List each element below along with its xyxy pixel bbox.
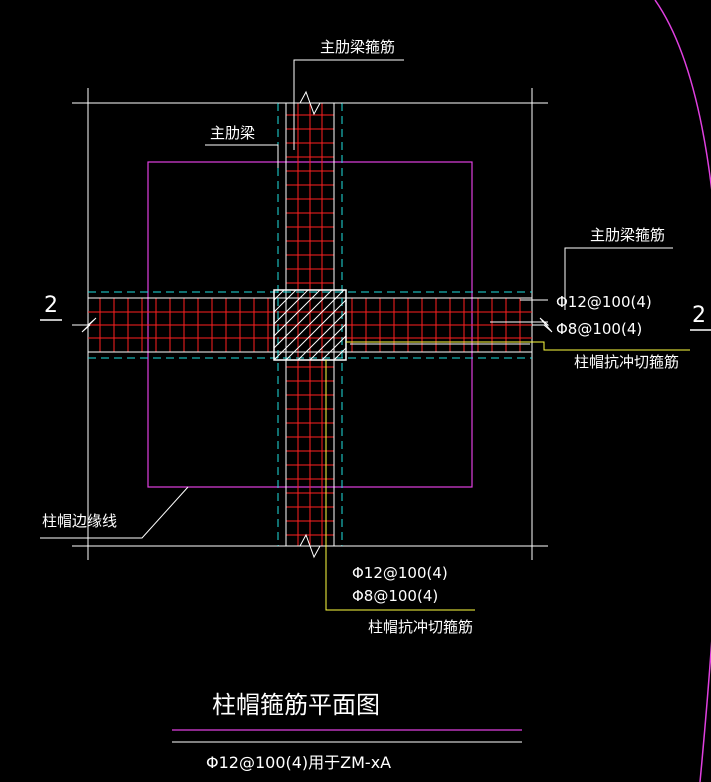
- drawing-title: 柱帽箍筋平面图: [212, 691, 380, 719]
- column-core: [273, 289, 347, 361]
- section-mark-left: 2: [44, 293, 58, 318]
- label-punching-bottom: 柱帽抗冲切箍筋: [368, 618, 473, 636]
- label-cap-edge-line: 柱帽边缘线: [42, 512, 117, 530]
- label-spec-bottom-2: Φ8@100(4): [352, 587, 438, 605]
- column-hatch-line: [273, 289, 309, 325]
- drawing-subtitle: Φ12@100(4)用于ZM-xA: [206, 753, 391, 772]
- label-main-beam-stirrup-top: 主肋梁箍筋: [320, 38, 395, 56]
- label-spec-right-2: Φ8@100(4): [556, 320, 642, 338]
- column-hatch-line: [333, 347, 347, 361]
- section-mark-right: 2: [692, 303, 706, 328]
- column-hatch-line: [273, 289, 333, 349]
- label-main-beam-stirrup-right: 主肋梁箍筋: [590, 226, 665, 244]
- label-punching-right: 柱帽抗冲切箍筋: [574, 353, 679, 371]
- punching-stirrup-marks: [325, 343, 530, 540]
- label-spec-right-1: Φ12@100(4): [556, 293, 652, 311]
- frame-arc: [654, 0, 711, 782]
- label-main-beam: 主肋梁: [210, 124, 255, 142]
- column-hatch-line: [273, 289, 345, 361]
- leaders: [40, 59, 673, 539]
- column-hatch-line: [273, 289, 285, 301]
- label-spec-bottom-1: Φ12@100(4): [352, 564, 448, 582]
- column-hatch-line: [273, 289, 297, 313]
- column-hatch-line: [309, 323, 347, 361]
- column-hatch-line: [273, 289, 321, 337]
- column-hatch-line: [321, 335, 347, 361]
- column-hatch-line: [285, 299, 347, 361]
- yellow-leaders: [325, 341, 690, 611]
- break-symbols: [72, 90, 553, 559]
- column-hatch-line: [297, 311, 347, 361]
- dashed-beam-lines: [88, 103, 532, 546]
